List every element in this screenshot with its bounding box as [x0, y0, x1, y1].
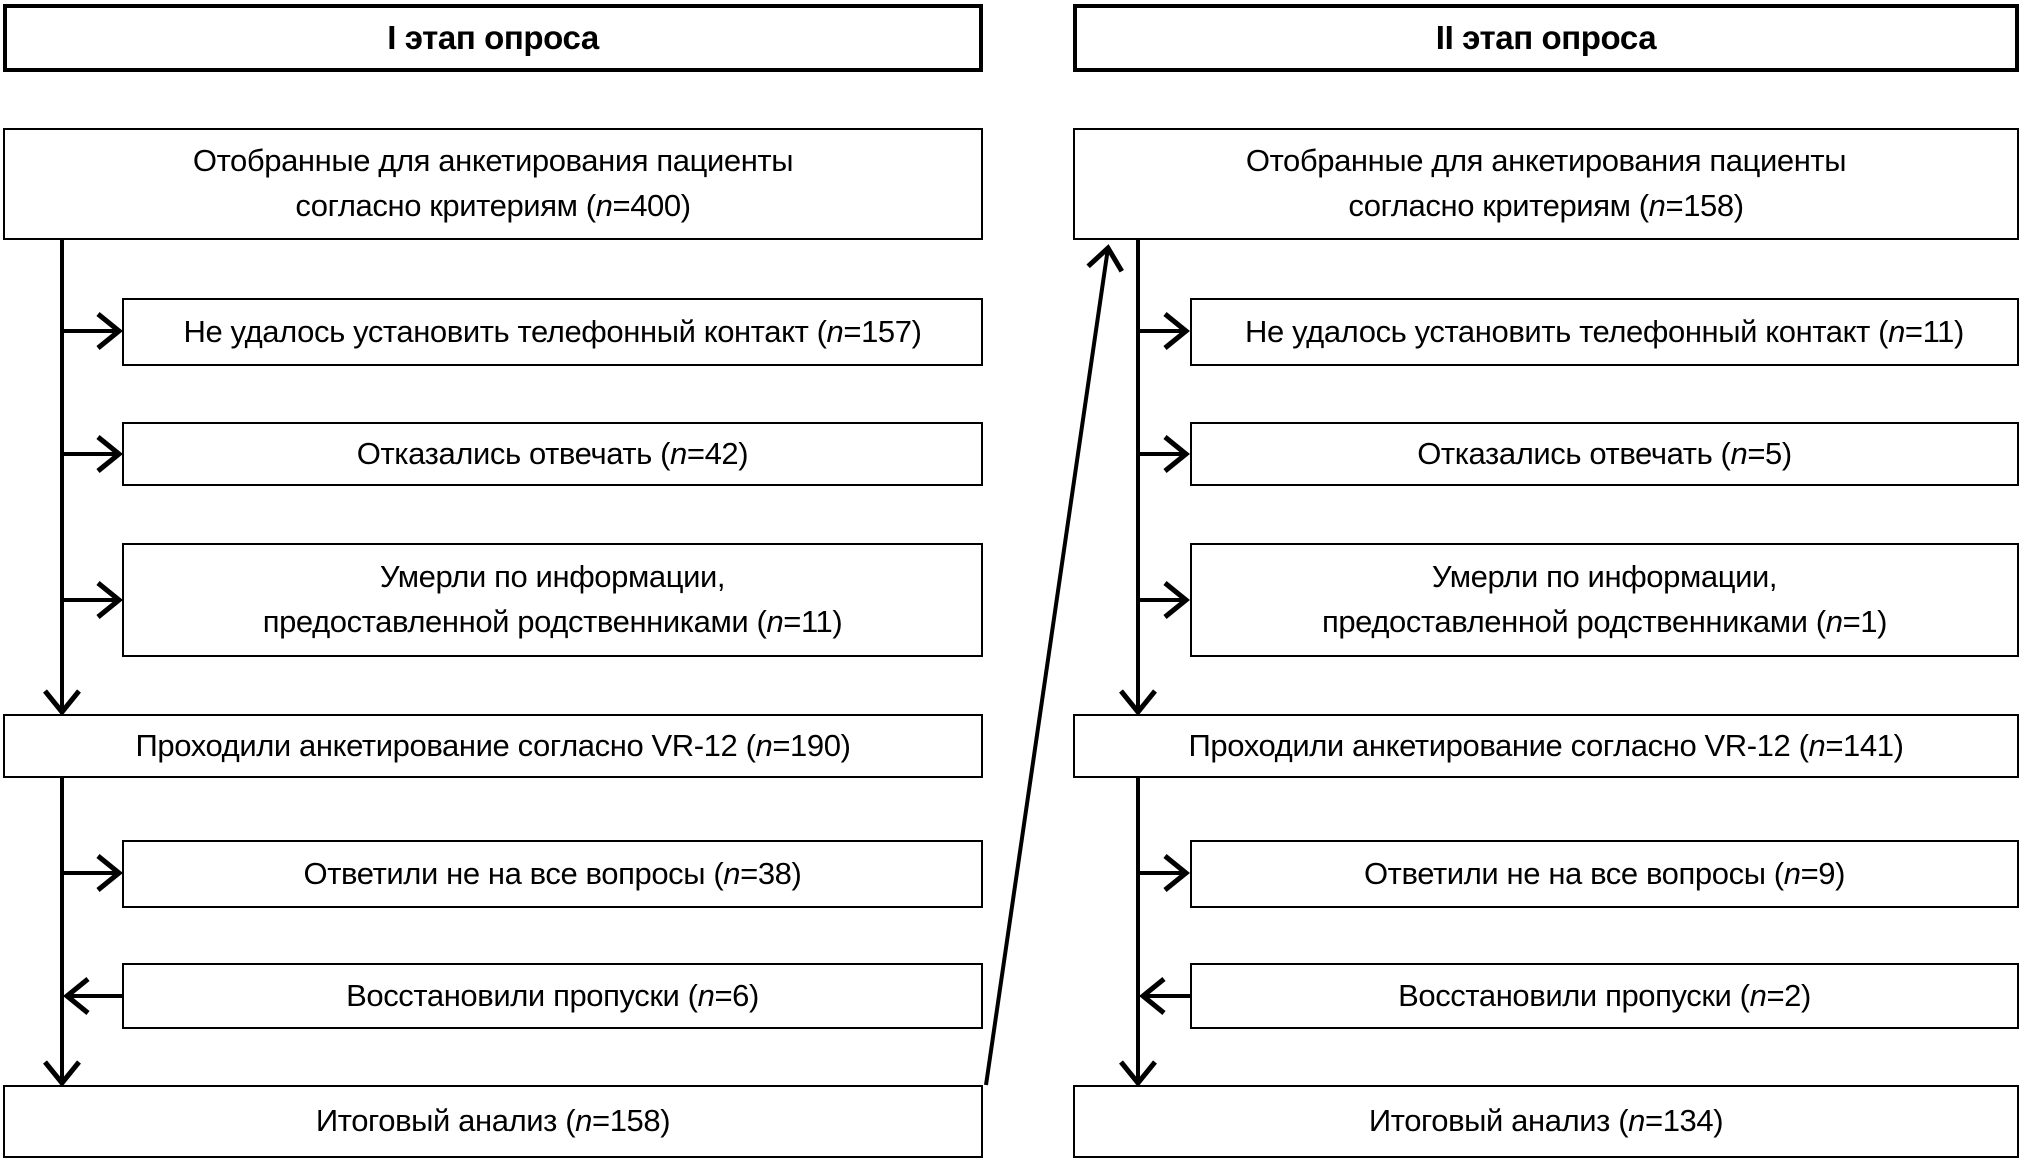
- stage2-header: II этап опроса: [1073, 4, 2019, 72]
- stage1-surveyed-box: Проходили анкетирование согласно VR-12 (…: [3, 714, 983, 778]
- stage1-refused-box: Отказались отвечать (n=42): [122, 422, 983, 486]
- stage1-recovered-box: Восстановили пропуски (n=6): [122, 963, 983, 1029]
- stage2-surveyed-label: Проходили анкетирование согласно VR-12 (…: [1188, 727, 1904, 763]
- stage1-recovered-label: Восстановили пропуски (n=6): [346, 977, 759, 1013]
- stage2-no-contact-label: Не удалось установить телефонный контакт…: [1245, 313, 1964, 349]
- stage1-refused-label: Отказались отвечать (n=42): [356, 435, 749, 471]
- stage2-incomplete-box: Ответили не на все вопросы (n=9): [1190, 840, 2019, 908]
- stage1-incomplete-label: Ответили не на все вопросы (n=38): [303, 855, 802, 891]
- stage2-recovered-label: Восстановили пропуски (n=2): [1398, 977, 1811, 1013]
- stage2-header-label: II этап опроса: [1435, 19, 1657, 57]
- stage2-selected-line2: согласно критериям (n=158): [1348, 188, 1744, 223]
- stage2-no-contact-box: Не удалось установить телефонный контакт…: [1190, 298, 2019, 366]
- stage1-selected-line2: согласно критериям (n=400): [295, 188, 691, 223]
- stage2-surveyed-box: Проходили анкетирование согласно VR-12 (…: [1073, 714, 2019, 778]
- stage2-recovered-box: Восстановили пропуски (n=2): [1190, 963, 2019, 1029]
- stage2-died-line2: предоставленной родственниками (n=1): [1321, 604, 1888, 639]
- stage2-died-box: Умерли по информации, предоставленной ро…: [1190, 543, 2019, 657]
- stage2-selected-line1: Отобранные для анкетирования пациенты: [1245, 143, 1847, 179]
- stage2-final-box: Итоговый анализ (n=134): [1073, 1085, 2019, 1158]
- stage1-header: I этап опроса: [3, 4, 983, 72]
- stage2-final-label: Итоговый анализ (n=134): [1368, 1103, 1724, 1139]
- stage1-header-label: I этап опроса: [387, 19, 599, 57]
- stage1-final-label: Итоговый анализ (n=158): [315, 1103, 671, 1139]
- stage2-refused-label: Отказались отвечать (n=5): [1417, 435, 1792, 471]
- stage1-surveyed-label: Проходили анкетирование согласно VR-12 (…: [135, 727, 851, 763]
- stage1-died-line1: Умерли по информации,: [379, 559, 726, 595]
- stage2-selected-box: Отобранные для анкетирования пациенты со…: [1073, 128, 2019, 240]
- stage1-selected-line1: Отобранные для анкетирования пациенты: [192, 143, 794, 179]
- stage1-incomplete-box: Ответили не на все вопросы (n=38): [122, 840, 983, 908]
- stage1-died-box: Умерли по информации, предоставленной ро…: [122, 543, 983, 657]
- stage2-refused-box: Отказались отвечать (n=5): [1190, 422, 2019, 486]
- stage1-to-stage2-arrow: [984, 244, 1124, 1086]
- stage2-died-line1: Умерли по информации,: [1431, 559, 1778, 595]
- stage1-no-contact-label: Не удалось установить телефонный контакт…: [183, 313, 922, 349]
- stage1-final-box: Итоговый анализ (n=158): [3, 1085, 983, 1158]
- stage2-incomplete-label: Ответили не на все вопросы (n=9): [1363, 855, 1846, 891]
- stage1-selected-box: Отобранные для анкетирования пациенты со…: [3, 128, 983, 240]
- stage1-died-line2: предоставленной родственниками (n=11): [262, 604, 843, 639]
- stage1-no-contact-box: Не удалось установить телефонный контакт…: [122, 298, 983, 366]
